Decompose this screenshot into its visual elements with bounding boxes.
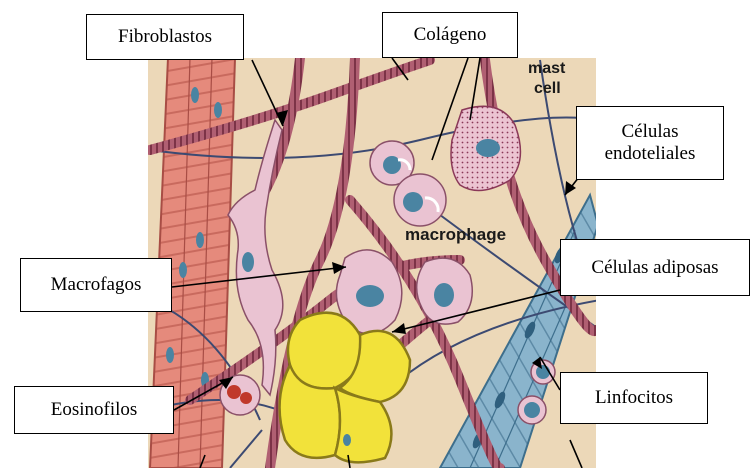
macrophage-label: macrophage: [405, 225, 506, 244]
mast-cell-label: mast: [528, 60, 566, 77]
celulas-adiposas-label: Células adiposas: [560, 239, 750, 296]
macrofagos-label: Macrofagos: [20, 258, 172, 312]
fibroblastos-label: Fibroblastos: [86, 14, 244, 60]
celulas-endoteliales-label: Células endoteliales: [576, 106, 724, 180]
linfocitos-label: Linfocitos: [560, 372, 708, 424]
mast-cell: [451, 106, 520, 190]
mast-cell-label-line2: cell: [534, 80, 561, 97]
colageno-label: Colágeno: [382, 12, 518, 58]
adipose-cells: [280, 313, 410, 463]
eosinofilos-label: Eosinofilos: [14, 386, 174, 434]
